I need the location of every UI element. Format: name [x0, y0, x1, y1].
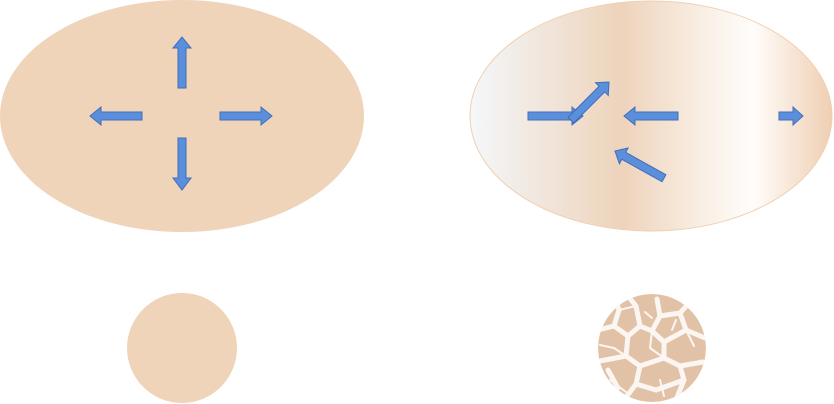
arrow-down-icon: [172, 137, 192, 191]
arrow-right-icon: [219, 105, 273, 127]
arrow-right-inward-icon: [527, 105, 584, 127]
crack-pattern-icon: [598, 294, 706, 402]
uniform-ellipse: [0, 0, 364, 232]
arrow-right-edge-icon: [778, 105, 804, 127]
uniform-ellipse-group: [0, 0, 364, 232]
plain-disc: [127, 293, 237, 403]
cracked-disc: [598, 294, 706, 402]
arrow-left-icon: [89, 105, 143, 127]
arrow-down-left-icon: [567, 81, 610, 124]
gradient-ellipse-group: [469, 0, 833, 232]
arrow-left-inward-icon: [623, 105, 679, 127]
arrow-up-icon: [171, 36, 193, 89]
arrow-up-left-icon: [614, 147, 667, 183]
